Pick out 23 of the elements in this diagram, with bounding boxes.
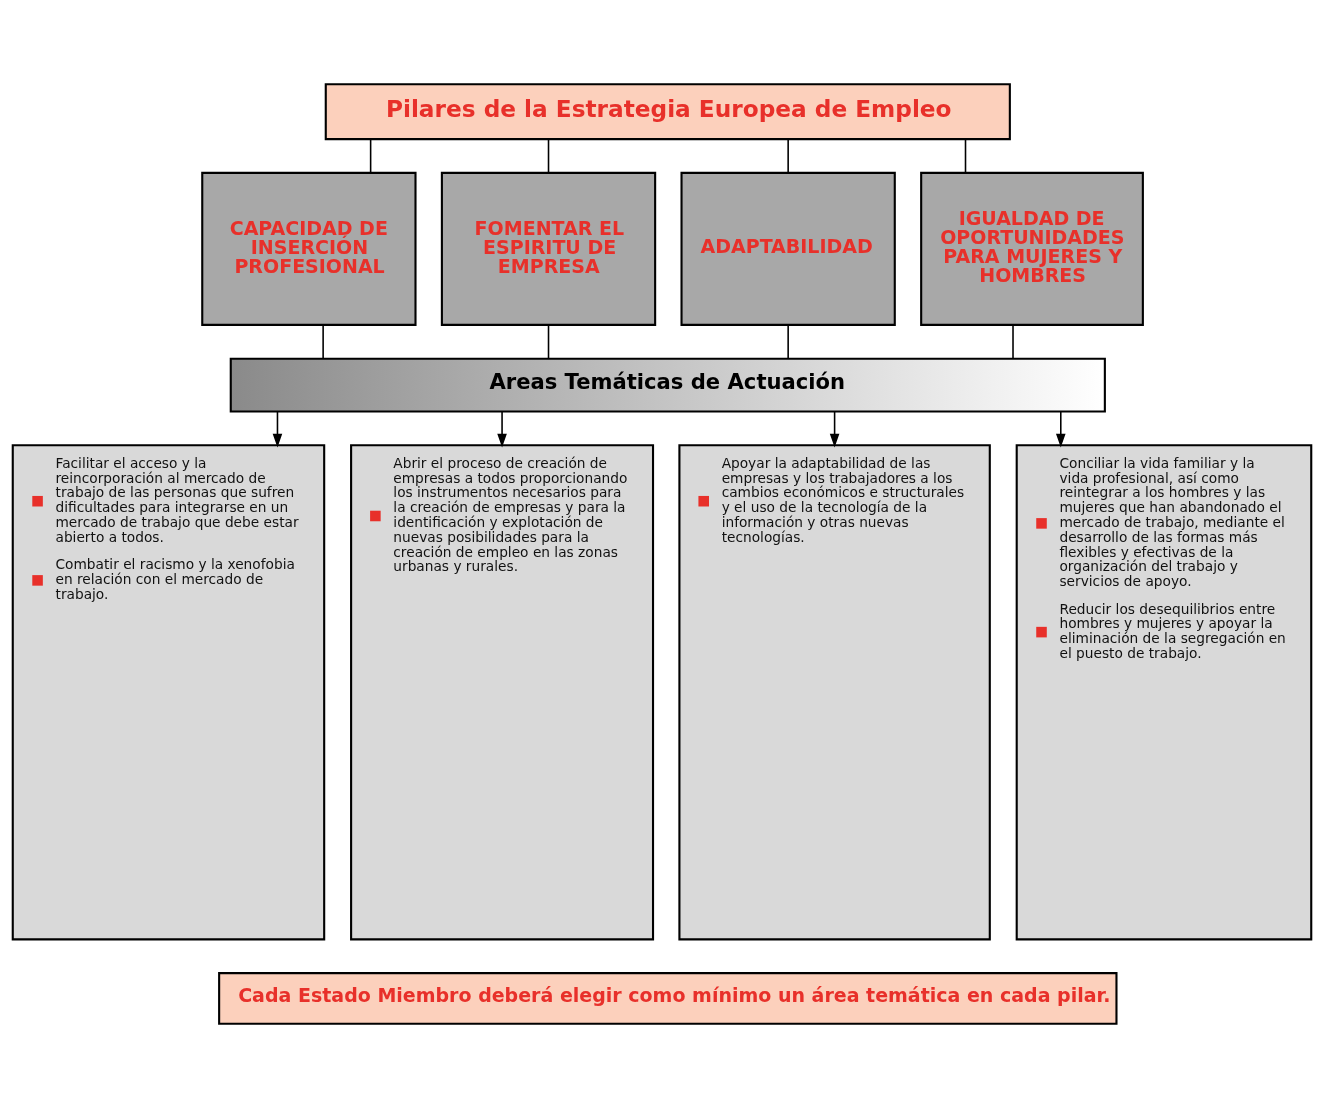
node-box: Facilitar el acceso y la reincorporación al mercado de trabajo de las personas que sufren dificultades para integrarse en un mercado de trabajo que debe estar abierto a todos. Combatir el racismo y la xenofobia en relación con el mercado de trabajo. <box>11 444 326 941</box>
node-box: Cada Estado Miembro deberá elegir como mínimo un área temática en cada pilar. <box>218 972 1118 1025</box>
node-box: CAPACIDAD DE INSERCIÓN PROFESIONAL <box>201 171 417 326</box>
connector <box>1012 324 1014 360</box>
node-box: ADAPTABILIDAD <box>680 171 896 326</box>
node-box: Areas Temáticas de Actuación <box>229 357 1106 413</box>
connector <box>787 324 789 360</box>
node-box: Abrir el proceso de creación de empresas a todos proporcionando los instrumentos necesarios para la creación de empresas y para la identificación y explotación de nuevas posibilidades para la creación de empleo en las zonas urbanas y rurales. <box>350 444 655 941</box>
arrow <box>272 410 283 448</box>
node-box: Conciliar la vida familiar y la vida profesional, así como reintegrar a los hombres y las mujeres que han abandonado el mercado de trabajo, mediante el desarrollo de las formas más flexibles y efectivas de la organización del trabajo y servicios de apoyo. Reducir los desequilibrios entre hombres y mujeres y apoyar la eliminación de la segregación en el puesto de trabajo. <box>1015 444 1313 941</box>
arrow <box>1055 410 1066 448</box>
node-box: Apoyar la adaptabilidad de las empresas y los trabajadores a los cambios económicos e structurales y el uso de la tecnología de la información y otras nuevas tecnologías. <box>678 444 991 941</box>
node-box: Pilares de la Estrategia Europea de Empleo <box>324 83 1011 141</box>
connector <box>787 138 789 174</box>
node-box: FOMENTAR EL ESPIRITU DE EMPRESA <box>440 171 657 326</box>
connector <box>322 324 324 360</box>
connector <box>369 138 372 174</box>
arrow <box>497 410 507 448</box>
node-box: IGUALDAD DE OPORTUNIDADES PARA MUJERES Y HOMBRES <box>920 171 1144 326</box>
connector <box>547 324 550 360</box>
arrow <box>829 410 840 448</box>
connector <box>547 138 550 174</box>
connector <box>964 138 967 174</box>
